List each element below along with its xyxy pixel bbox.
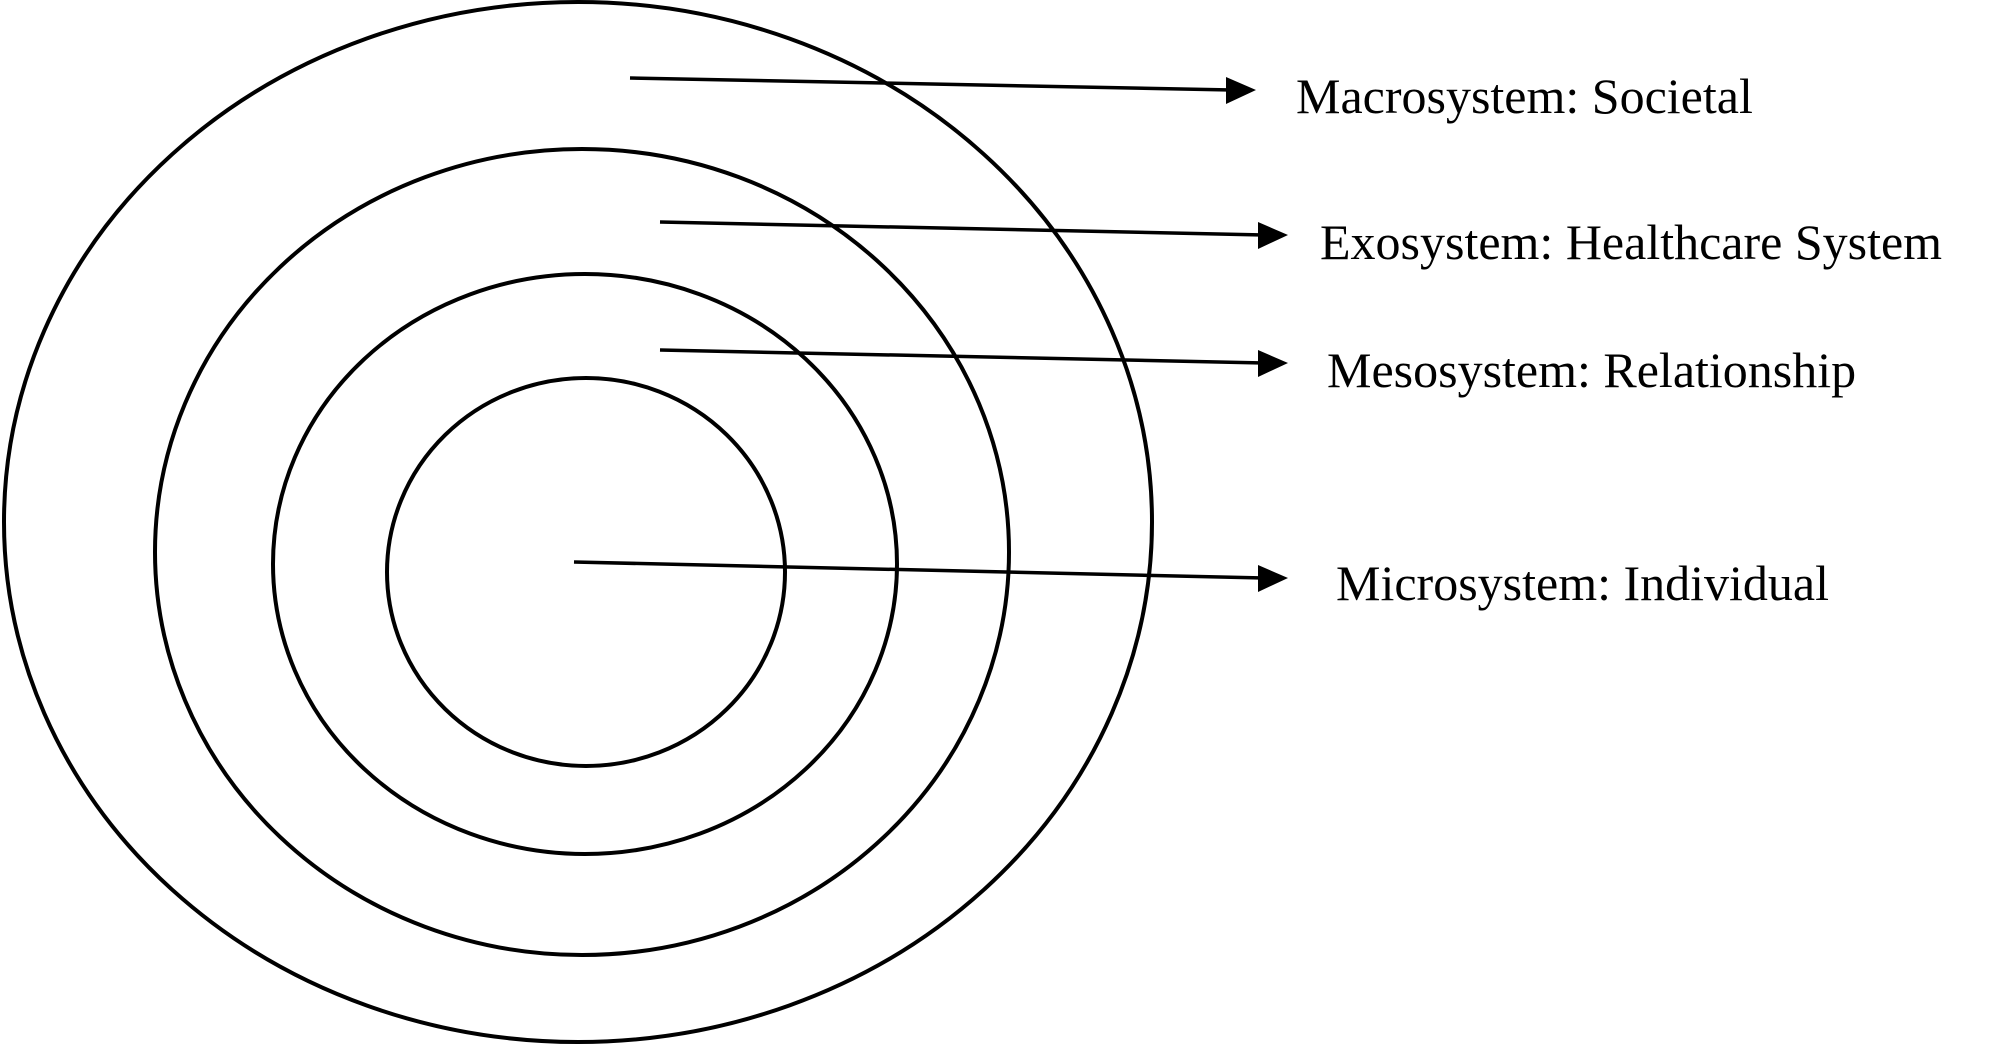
mesosystem-arrow <box>659 348 1288 377</box>
microsystem-ring <box>385 376 787 768</box>
microsystem-arrow <box>573 560 1288 592</box>
mesosystem-label: Mesosystem: Relationship <box>1327 342 1856 398</box>
exosystem-arrow <box>659 220 1288 249</box>
mesosystem-ring <box>271 272 899 856</box>
macrosystem-label: Macrosystem: Societal <box>1296 68 1753 124</box>
macrosystem-ring <box>2 0 1154 1044</box>
exosystem-ring <box>153 147 1011 957</box>
exosystem-label: Exosystem: Healthcare System <box>1320 214 1942 270</box>
microsystem-label: Microsystem: Individual <box>1336 555 1829 611</box>
macrosystem-arrow <box>629 76 1256 104</box>
